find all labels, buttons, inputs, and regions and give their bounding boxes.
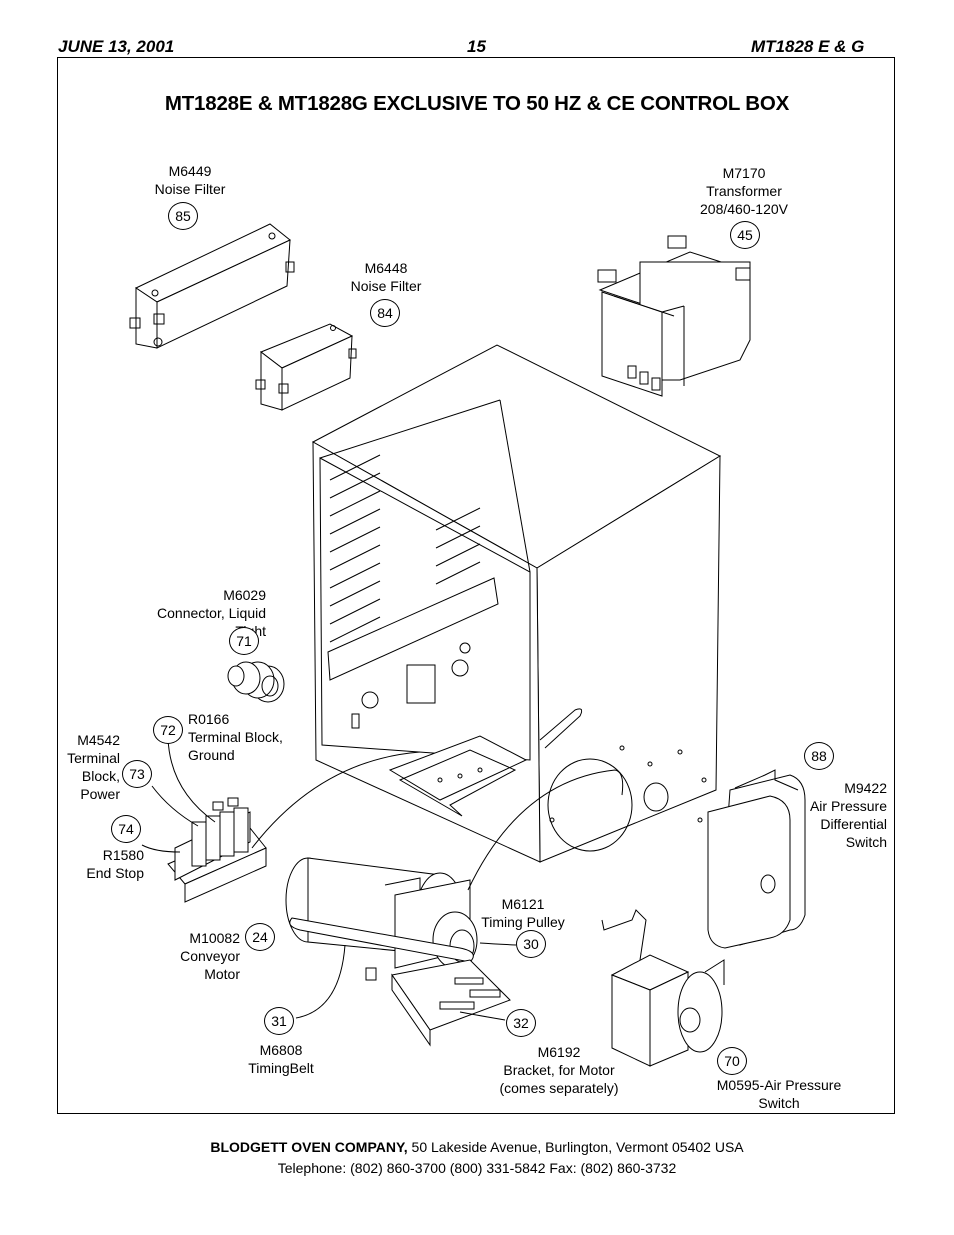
- diagram-frame: [57, 57, 895, 1114]
- callout-71: 71: [229, 627, 259, 655]
- header-page-number: 15: [467, 37, 486, 56]
- conveyor-motor-24-drawing: [285, 857, 478, 981]
- callout-70: 70: [717, 1047, 747, 1075]
- noise-filter-85-drawing: [129, 223, 295, 349]
- leader-lines: [141, 737, 624, 1021]
- part-label-30: M6121 Timing Pulley: [481, 896, 565, 930]
- footer-address: 50 Lakeside Avenue, Burlington, Vermont …: [407, 1139, 744, 1155]
- callout-31: 31: [264, 1007, 294, 1035]
- callout-73: 73: [122, 760, 152, 788]
- motor-bracket-32-drawing: [391, 959, 511, 1047]
- part-label-45: M7170 Transformer 208/460-120V: [700, 165, 788, 217]
- air-pressure-switch-70-drawing: [601, 909, 725, 1067]
- callout-72: 72: [153, 716, 183, 744]
- footer-company: BLODGETT OVEN COMPANY,: [210, 1139, 408, 1155]
- part-label-74: R1580 End Stop: [86, 847, 144, 881]
- part-label-88: M9422 Air Pressure Differential Switch: [809, 780, 887, 850]
- page-title: MT1828E & MT1828G EXCLUSIVE TO 50 HZ & C…: [164, 92, 790, 115]
- header-date: JUNE 13, 2001: [58, 37, 175, 56]
- callout-84: 84: [370, 299, 400, 327]
- callout-88: 88: [804, 742, 834, 770]
- terminal-blocks-drawing: [167, 797, 267, 903]
- callout-74: 74: [111, 815, 141, 843]
- part-label-70: M0595-Air Pressure Switch: [716, 1077, 842, 1111]
- footer-company-line: BLODGETT OVEN COMPANY, 50 Lakeside Avenu…: [0, 1139, 954, 1155]
- connector-71-drawing: [227, 661, 285, 703]
- part-label-85: M6449 Noise Filter: [154, 163, 226, 197]
- noise-filter-84-drawing: [255, 323, 357, 411]
- part-label-31: M6808 TimingBelt: [248, 1042, 314, 1076]
- control-box-drawing: [311, 344, 722, 863]
- callout-24: 24: [245, 923, 275, 951]
- callout-30: 30: [516, 930, 546, 958]
- callout-32: 32: [506, 1009, 536, 1037]
- air-differential-switch-88-drawing: [707, 769, 806, 949]
- footer-phone: Telephone: (802) 860-3700 (800) 331-5842…: [277, 1160, 677, 1176]
- part-label-32: M6192 Bracket, for Motor (comes separate…: [499, 1044, 619, 1096]
- transformer-45-drawing: [597, 235, 751, 397]
- part-label-84: M6448 Noise Filter: [350, 260, 422, 294]
- callout-45: 45: [730, 221, 760, 249]
- header-model: MT1828 E & G: [751, 37, 865, 56]
- part-label-73: M4542 Terminal Block, Power: [67, 732, 120, 802]
- part-label-24: M10082 Conveyor Motor: [180, 930, 240, 982]
- part-label-72: R0166 Terminal Block, Ground: [188, 711, 283, 763]
- callout-85: 85: [168, 202, 198, 230]
